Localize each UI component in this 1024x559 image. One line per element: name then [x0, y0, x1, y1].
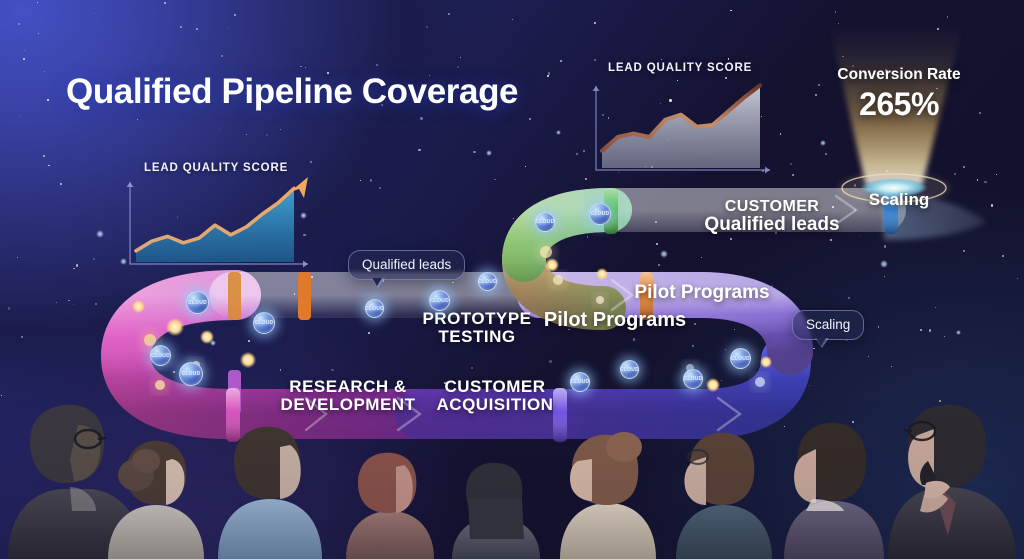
pipe-glow-dot	[760, 356, 772, 368]
star	[137, 119, 138, 120]
star	[300, 66, 302, 68]
star	[43, 155, 45, 157]
star	[19, 116, 20, 117]
data-orb: CLOUD	[683, 369, 703, 389]
star	[305, 67, 306, 68]
star	[420, 117, 422, 119]
star	[457, 66, 459, 68]
star	[594, 22, 596, 24]
star	[196, 28, 198, 30]
data-orb: CLOUD	[429, 290, 450, 311]
orb-label: CLOUD	[571, 373, 589, 391]
star	[838, 23, 839, 24]
star	[730, 10, 732, 12]
orb-label: CLOUD	[731, 349, 750, 368]
star	[221, 55, 223, 57]
orb-label: CLOUD	[187, 292, 208, 313]
star	[18, 23, 20, 25]
data-orb: CLOUD	[478, 272, 497, 291]
star	[95, 13, 97, 15]
star	[280, 129, 282, 131]
orb-label: CLOUD	[430, 291, 449, 310]
star	[426, 26, 428, 28]
star	[547, 75, 548, 76]
star	[576, 153, 578, 155]
star	[529, 118, 531, 120]
star	[38, 33, 39, 34]
pipe-glow-dot	[166, 318, 184, 336]
page-title: Qualified Pipeline Coverage	[66, 72, 518, 112]
data-orb: CLOUD	[150, 345, 171, 366]
star	[180, 26, 182, 28]
star	[473, 151, 475, 153]
star	[228, 28, 229, 29]
data-orb: CLOUD	[730, 348, 751, 369]
pipe-glow-dot	[132, 300, 145, 313]
data-orb: CLOUD	[570, 372, 590, 392]
pipe-segment-middle	[232, 295, 790, 352]
data-orb: CLOUD	[365, 299, 384, 318]
audience-silhouettes	[0, 399, 1024, 559]
star	[24, 50, 25, 51]
pipe-glow-dot	[706, 378, 720, 392]
orb-label: CLOUD	[621, 361, 638, 378]
orb-label: CLOUD	[590, 204, 610, 224]
star	[448, 13, 450, 15]
star	[418, 149, 420, 151]
orb-label: CLOUD	[151, 346, 170, 365]
star	[47, 99, 49, 101]
conversion-rate-cone: Conversion Rate 265% Scaling	[796, 28, 996, 228]
star	[246, 134, 247, 135]
sparkle	[556, 130, 561, 135]
star	[947, 16, 949, 18]
star	[583, 150, 585, 152]
data-orb: CLOUD	[186, 291, 209, 314]
orb-label: CLOUD	[180, 363, 202, 385]
orb-label: CLOUD	[536, 213, 554, 231]
pipe-glow-dot	[200, 330, 214, 344]
conversion-rate-value: 265%	[824, 86, 974, 123]
orb-label: CLOUD	[366, 300, 383, 317]
star	[835, 11, 836, 12]
data-orb: CLOUD	[253, 312, 275, 334]
star	[266, 134, 268, 136]
orb-label: CLOUD	[684, 370, 702, 388]
callout-scaling[interactable]: Scaling	[792, 310, 864, 340]
orb-label: CLOUD	[254, 313, 274, 333]
conversion-rate-label: Conversion Rate	[824, 66, 974, 84]
star	[219, 129, 220, 130]
callout-qualified-leads[interactable]: Qualified leads	[348, 250, 465, 280]
star	[37, 2, 39, 4]
pipe-glow-dot	[596, 268, 608, 280]
data-orb: CLOUD	[620, 360, 639, 379]
star	[23, 58, 25, 60]
star	[44, 71, 45, 72]
star	[234, 14, 236, 16]
pipe-glow-dot	[240, 352, 256, 368]
star	[460, 57, 461, 58]
data-orb: CLOUD	[589, 203, 611, 225]
orb-label: CLOUD	[479, 273, 496, 290]
star	[548, 72, 550, 74]
sparkle	[486, 150, 492, 156]
cone-stage-label: Scaling	[824, 190, 974, 210]
star	[164, 2, 166, 4]
star	[512, 19, 513, 20]
pipe-glow-dot	[545, 258, 559, 272]
star	[560, 60, 562, 62]
chart-title: LEAD QUALITY SCORE	[608, 62, 752, 74]
data-orb: CLOUD	[535, 212, 555, 232]
star	[376, 64, 378, 66]
data-orb: CLOUD	[179, 362, 203, 386]
